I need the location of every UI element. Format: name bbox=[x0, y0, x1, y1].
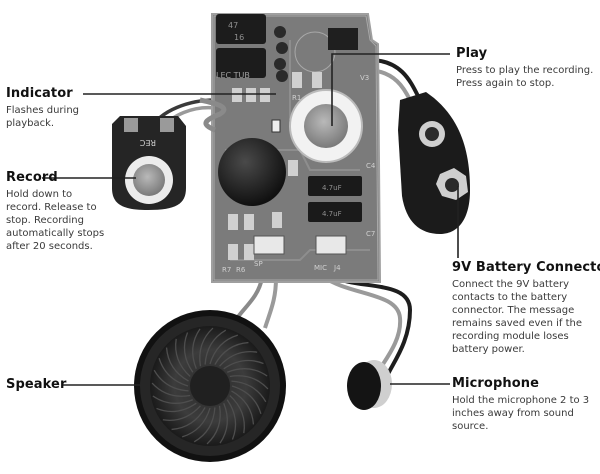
label-r6: R6 bbox=[236, 266, 246, 274]
cap-label-brand: LEC TUB bbox=[216, 71, 250, 80]
speaker-cone-ridge bbox=[219, 402, 228, 444]
record-title: Record bbox=[6, 170, 58, 185]
ic-chip bbox=[218, 138, 286, 206]
speaker-cone-ridge bbox=[182, 407, 211, 438]
speaker-cone-ridge bbox=[209, 334, 238, 365]
cap-label-c: 4.7uF bbox=[322, 184, 342, 192]
speaker-cone-ridge bbox=[156, 402, 197, 413]
speaker-cone-ridge bbox=[219, 351, 258, 367]
indicator-led bbox=[271, 119, 281, 133]
label-c4: C4 bbox=[366, 162, 376, 170]
speaker-cone-ridge bbox=[193, 407, 216, 443]
speaker-cone-ridge bbox=[229, 395, 245, 434]
speaker bbox=[134, 310, 286, 462]
capacitor-c4 bbox=[308, 176, 362, 196]
label-j4: J4 bbox=[333, 264, 341, 272]
transistor bbox=[328, 28, 358, 50]
speaker-cone-ridge bbox=[171, 407, 206, 431]
indicator-description: Flashes during playback. bbox=[6, 105, 80, 129]
microphone-description: Hold the microphone 2 to 3 inches away f… bbox=[452, 395, 590, 432]
speaker-cone-ridge bbox=[226, 368, 268, 377]
label-sp: SP bbox=[254, 260, 263, 268]
speaker-cone-ridge bbox=[206, 405, 221, 445]
speaker-cone-ridge bbox=[226, 399, 237, 440]
speaker-cone-ridge bbox=[231, 390, 255, 425]
battery-connector[interactable] bbox=[398, 92, 470, 234]
play-leader-line bbox=[331, 53, 450, 126]
battery-description: Connect the 9V battery contacts to the b… bbox=[452, 279, 582, 355]
cap-label-b: 16 bbox=[234, 33, 244, 42]
play-title: Play bbox=[456, 46, 488, 61]
speaker-title: Speaker bbox=[6, 377, 67, 392]
label-c7: C7 bbox=[366, 230, 375, 238]
speaker-cone-ridge bbox=[183, 332, 194, 373]
cap-label-d: 4.7uF bbox=[322, 210, 342, 218]
battery-title: 9V Battery Connector bbox=[452, 260, 600, 275]
speaker-cone-ridge bbox=[162, 405, 201, 421]
indicator-title: Indicator bbox=[6, 86, 73, 101]
speaker-cone-ridge bbox=[175, 338, 191, 377]
circuit-board: 47 16 LEC TUB 4.7uF 4.7uF C4 C7 R7 bbox=[199, 13, 382, 283]
capacitor-top bbox=[216, 14, 266, 44]
speaker-cone-ridge bbox=[151, 382, 191, 397]
label-mic: MIC bbox=[314, 264, 327, 272]
microphone bbox=[347, 360, 392, 410]
speaker-cone-ridge bbox=[231, 385, 262, 414]
record-button[interactable]: REC bbox=[112, 116, 186, 210]
speaker-cone-ridge bbox=[199, 327, 214, 367]
speaker-cone-ridge bbox=[229, 375, 269, 390]
play-button[interactable] bbox=[289, 89, 363, 163]
speaker-cone-ridge bbox=[231, 380, 267, 403]
speaker-cone-ridge bbox=[192, 328, 201, 370]
cap-label-a: 47 bbox=[228, 21, 238, 30]
speaker-cone-ridge bbox=[204, 329, 227, 365]
record-description: Hold down to record. Release to stop. Re… bbox=[6, 189, 105, 252]
speaker-cone-ridge bbox=[152, 395, 194, 404]
microphone-wires bbox=[320, 274, 413, 375]
speaker-cone-ridge bbox=[223, 359, 264, 370]
speaker-cone-ridge bbox=[165, 347, 189, 382]
capacitor-c7 bbox=[308, 202, 362, 222]
speaker-cone-ridge bbox=[158, 358, 189, 387]
play-description: Press to play the recording. Press again… bbox=[456, 65, 594, 89]
label-r1: R1 bbox=[292, 94, 301, 102]
speaker-cone-ridge bbox=[153, 369, 189, 392]
speaker-cone-ridge bbox=[214, 341, 249, 365]
label-v3: V3 bbox=[360, 74, 369, 82]
rec-label: REC bbox=[139, 138, 156, 147]
label-r7: R7 bbox=[222, 266, 231, 274]
microphone-title: Microphone bbox=[452, 376, 540, 391]
capacitor-mid bbox=[216, 48, 266, 78]
